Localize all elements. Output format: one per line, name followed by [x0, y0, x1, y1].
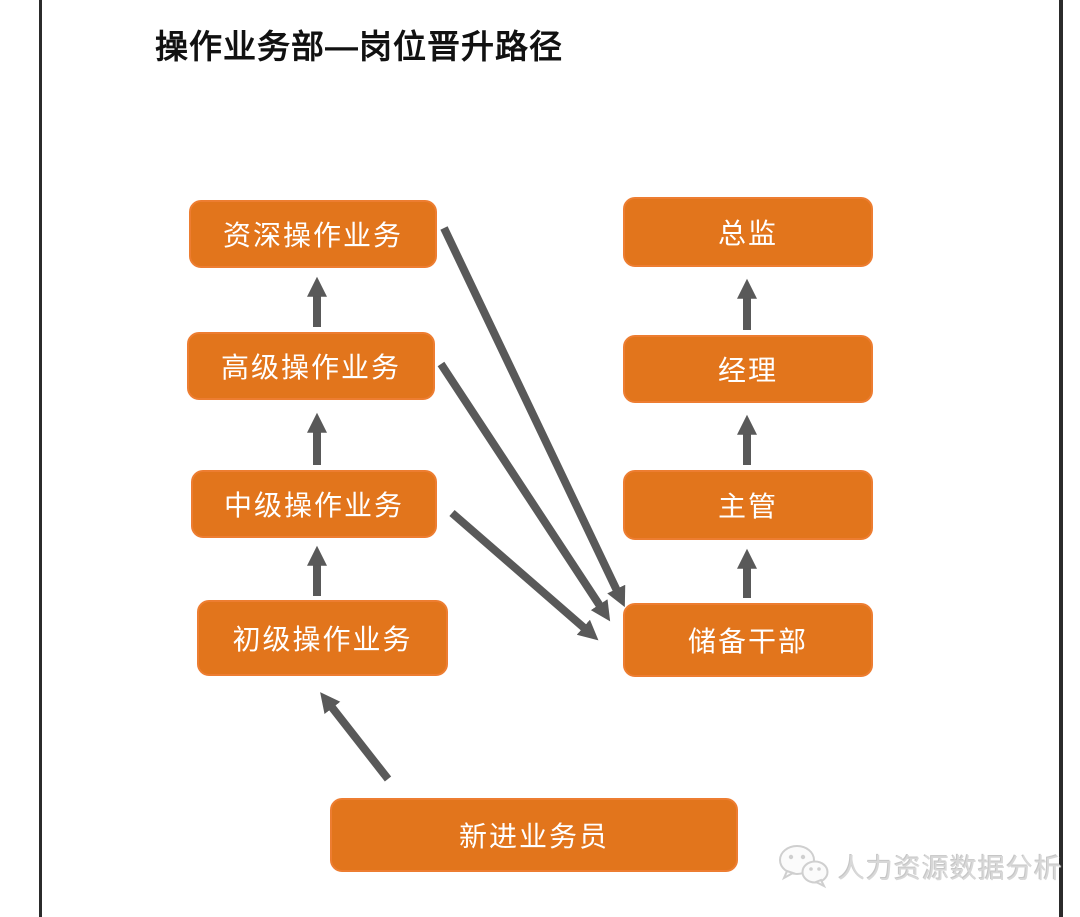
- node-senior-operations: 资深操作业务: [189, 200, 437, 268]
- node-supervisor: 主管: [623, 470, 873, 540]
- node-label: 新进业务员: [458, 821, 609, 852]
- watermark-text: 人力资源数据分析: [838, 853, 1062, 884]
- node-advanced-operations: 高级操作业务: [187, 332, 435, 400]
- node-label: 总监: [717, 218, 778, 249]
- node-label: 中级操作业务: [223, 490, 404, 521]
- arrow-advanced-to-reserve: [437, 361, 611, 622]
- node-new-salesperson: 新进业务员: [330, 798, 738, 872]
- node-manager: 经理: [623, 335, 873, 403]
- arrow-newhire-to-junior: [320, 692, 392, 782]
- node-junior-operations: 初级操作业务: [197, 600, 448, 676]
- left-border-line: [39, 0, 42, 917]
- node-label: 主管: [717, 491, 778, 522]
- node-label: 资深操作业务: [222, 220, 403, 251]
- page-title: 操作业务部—岗位晋升路径: [155, 28, 563, 65]
- node-label: 初级操作业务: [232, 624, 413, 655]
- node-intermediate-operations: 中级操作业务: [191, 470, 437, 538]
- arrow-intermediate-to-reserve: [449, 509, 599, 641]
- node-director: 总监: [623, 197, 873, 267]
- wechat-icon: [779, 845, 829, 889]
- node-label: 高级操作业务: [220, 352, 401, 383]
- node-label: 经理: [717, 355, 778, 386]
- node-label: 储备干部: [687, 626, 808, 657]
- right-border-line: [1059, 0, 1063, 917]
- node-reserve-cadre: 储备干部: [623, 603, 873, 677]
- watermark: 人力资源数据分析: [776, 842, 1062, 890]
- arrow-senior-to-reserve: [440, 226, 626, 608]
